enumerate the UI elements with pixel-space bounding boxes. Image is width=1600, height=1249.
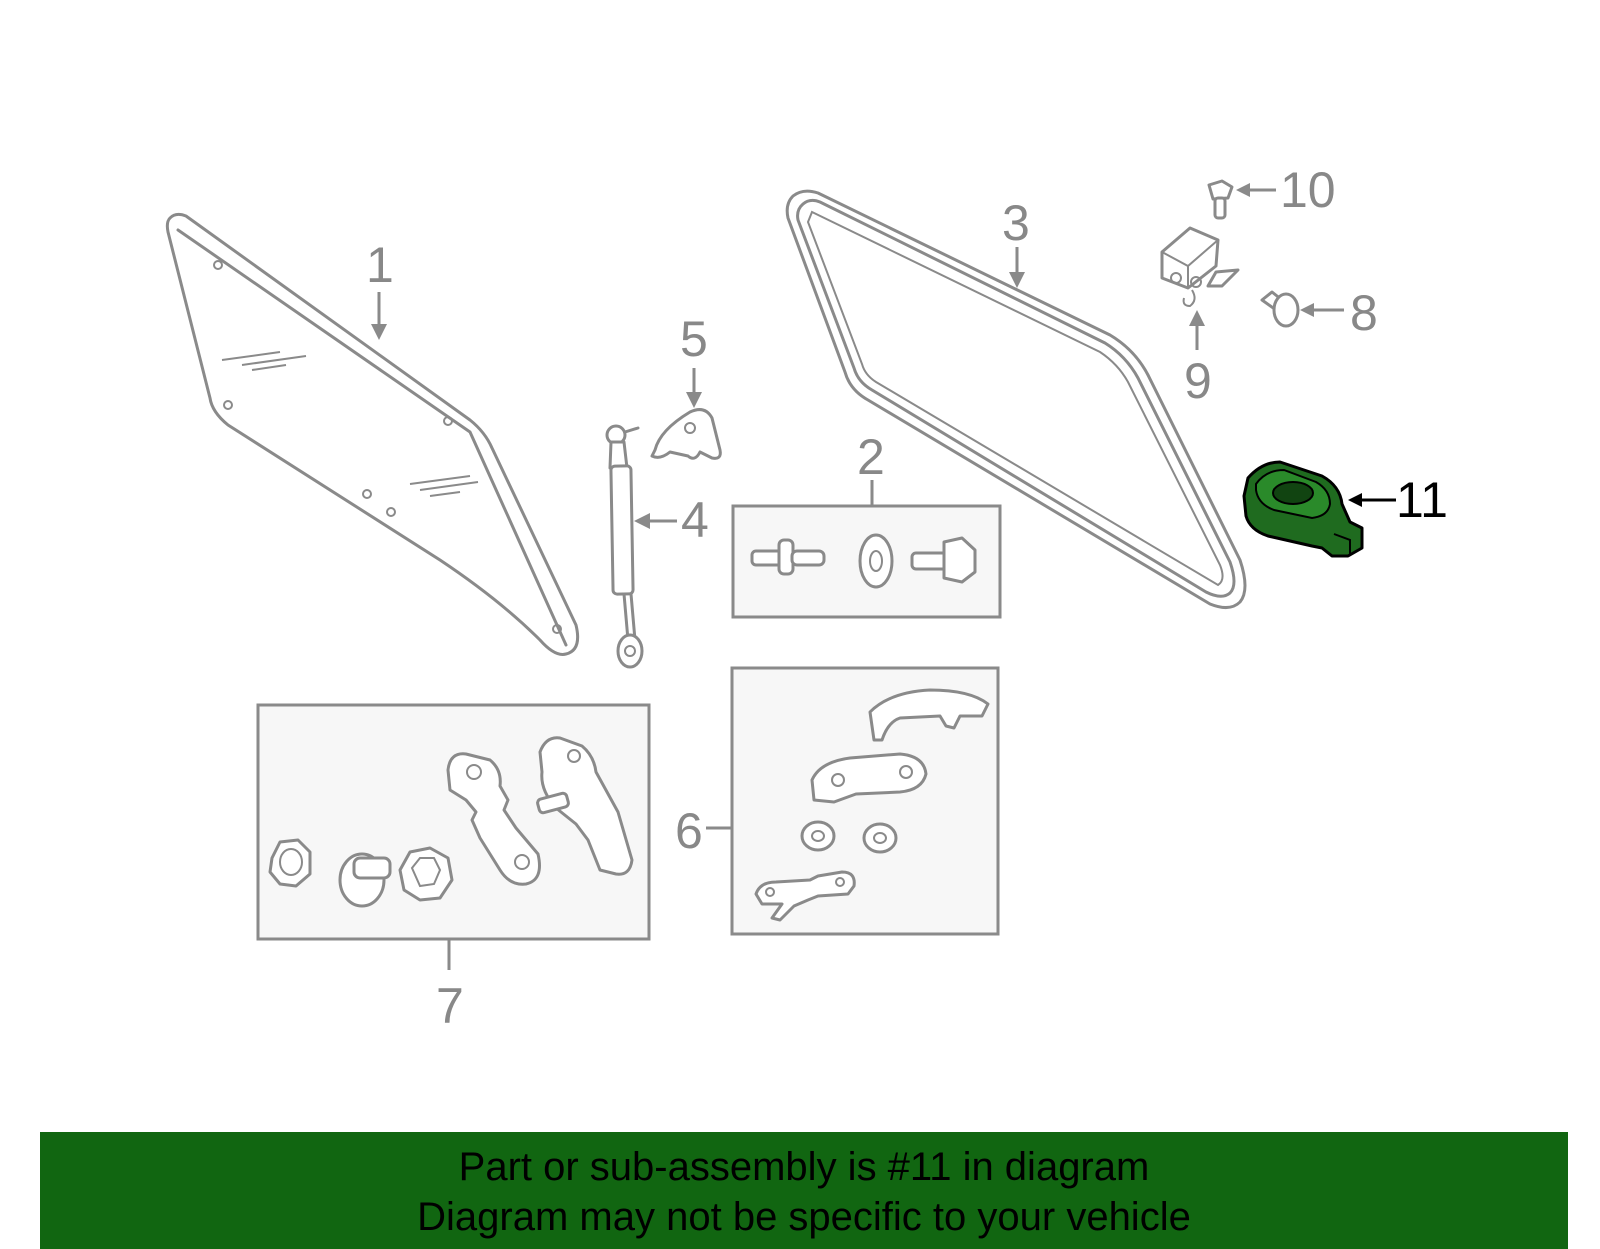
arrow-10	[1236, 183, 1250, 197]
arrow-4	[634, 513, 650, 529]
arrow-9	[1189, 310, 1205, 326]
part-1-glass[interactable]	[165, 212, 580, 656]
part-4-lift-support[interactable]	[605, 424, 644, 669]
callout-11[interactable]: 11	[1396, 472, 1448, 528]
part-2-fasteners	[750, 533, 977, 589]
callout-6[interactable]: 6	[675, 803, 703, 859]
part-3-weatherstrip[interactable]	[785, 189, 1247, 609]
callout-10[interactable]: 10	[1280, 162, 1336, 218]
banner-line-2: Diagram may not be specific to your vehi…	[417, 1195, 1191, 1239]
part-7-hardware	[268, 736, 634, 908]
banner-line-1: Part or sub-assembly is #11 in diagram	[458, 1145, 1150, 1189]
callout-3[interactable]: 3	[1002, 195, 1030, 251]
part-8-clip[interactable]	[1260, 290, 1300, 328]
arrow-8	[1300, 303, 1314, 317]
callout-9[interactable]: 9	[1184, 353, 1212, 409]
arrow-5	[686, 392, 702, 408]
callout-4[interactable]: 4	[681, 492, 709, 548]
part-6-brackets	[754, 688, 990, 922]
part-10-screw[interactable]	[1207, 179, 1234, 220]
info-banner: Part or sub-assembly is #11 in diagram D…	[40, 1132, 1568, 1249]
arrow-11	[1348, 493, 1362, 507]
callout-2[interactable]: 2	[857, 429, 885, 485]
callout-8[interactable]: 8	[1350, 285, 1378, 341]
callout-5[interactable]: 5	[680, 311, 708, 367]
part-11-switch-highlighted[interactable]	[1242, 460, 1364, 558]
callout-1[interactable]: 1	[366, 237, 394, 293]
arrow-3	[1009, 272, 1025, 288]
callout-7[interactable]: 7	[436, 978, 464, 1034]
part-5-bracket[interactable]	[650, 408, 722, 460]
part-9-striker[interactable]	[1160, 226, 1240, 308]
arrow-1	[371, 324, 387, 340]
